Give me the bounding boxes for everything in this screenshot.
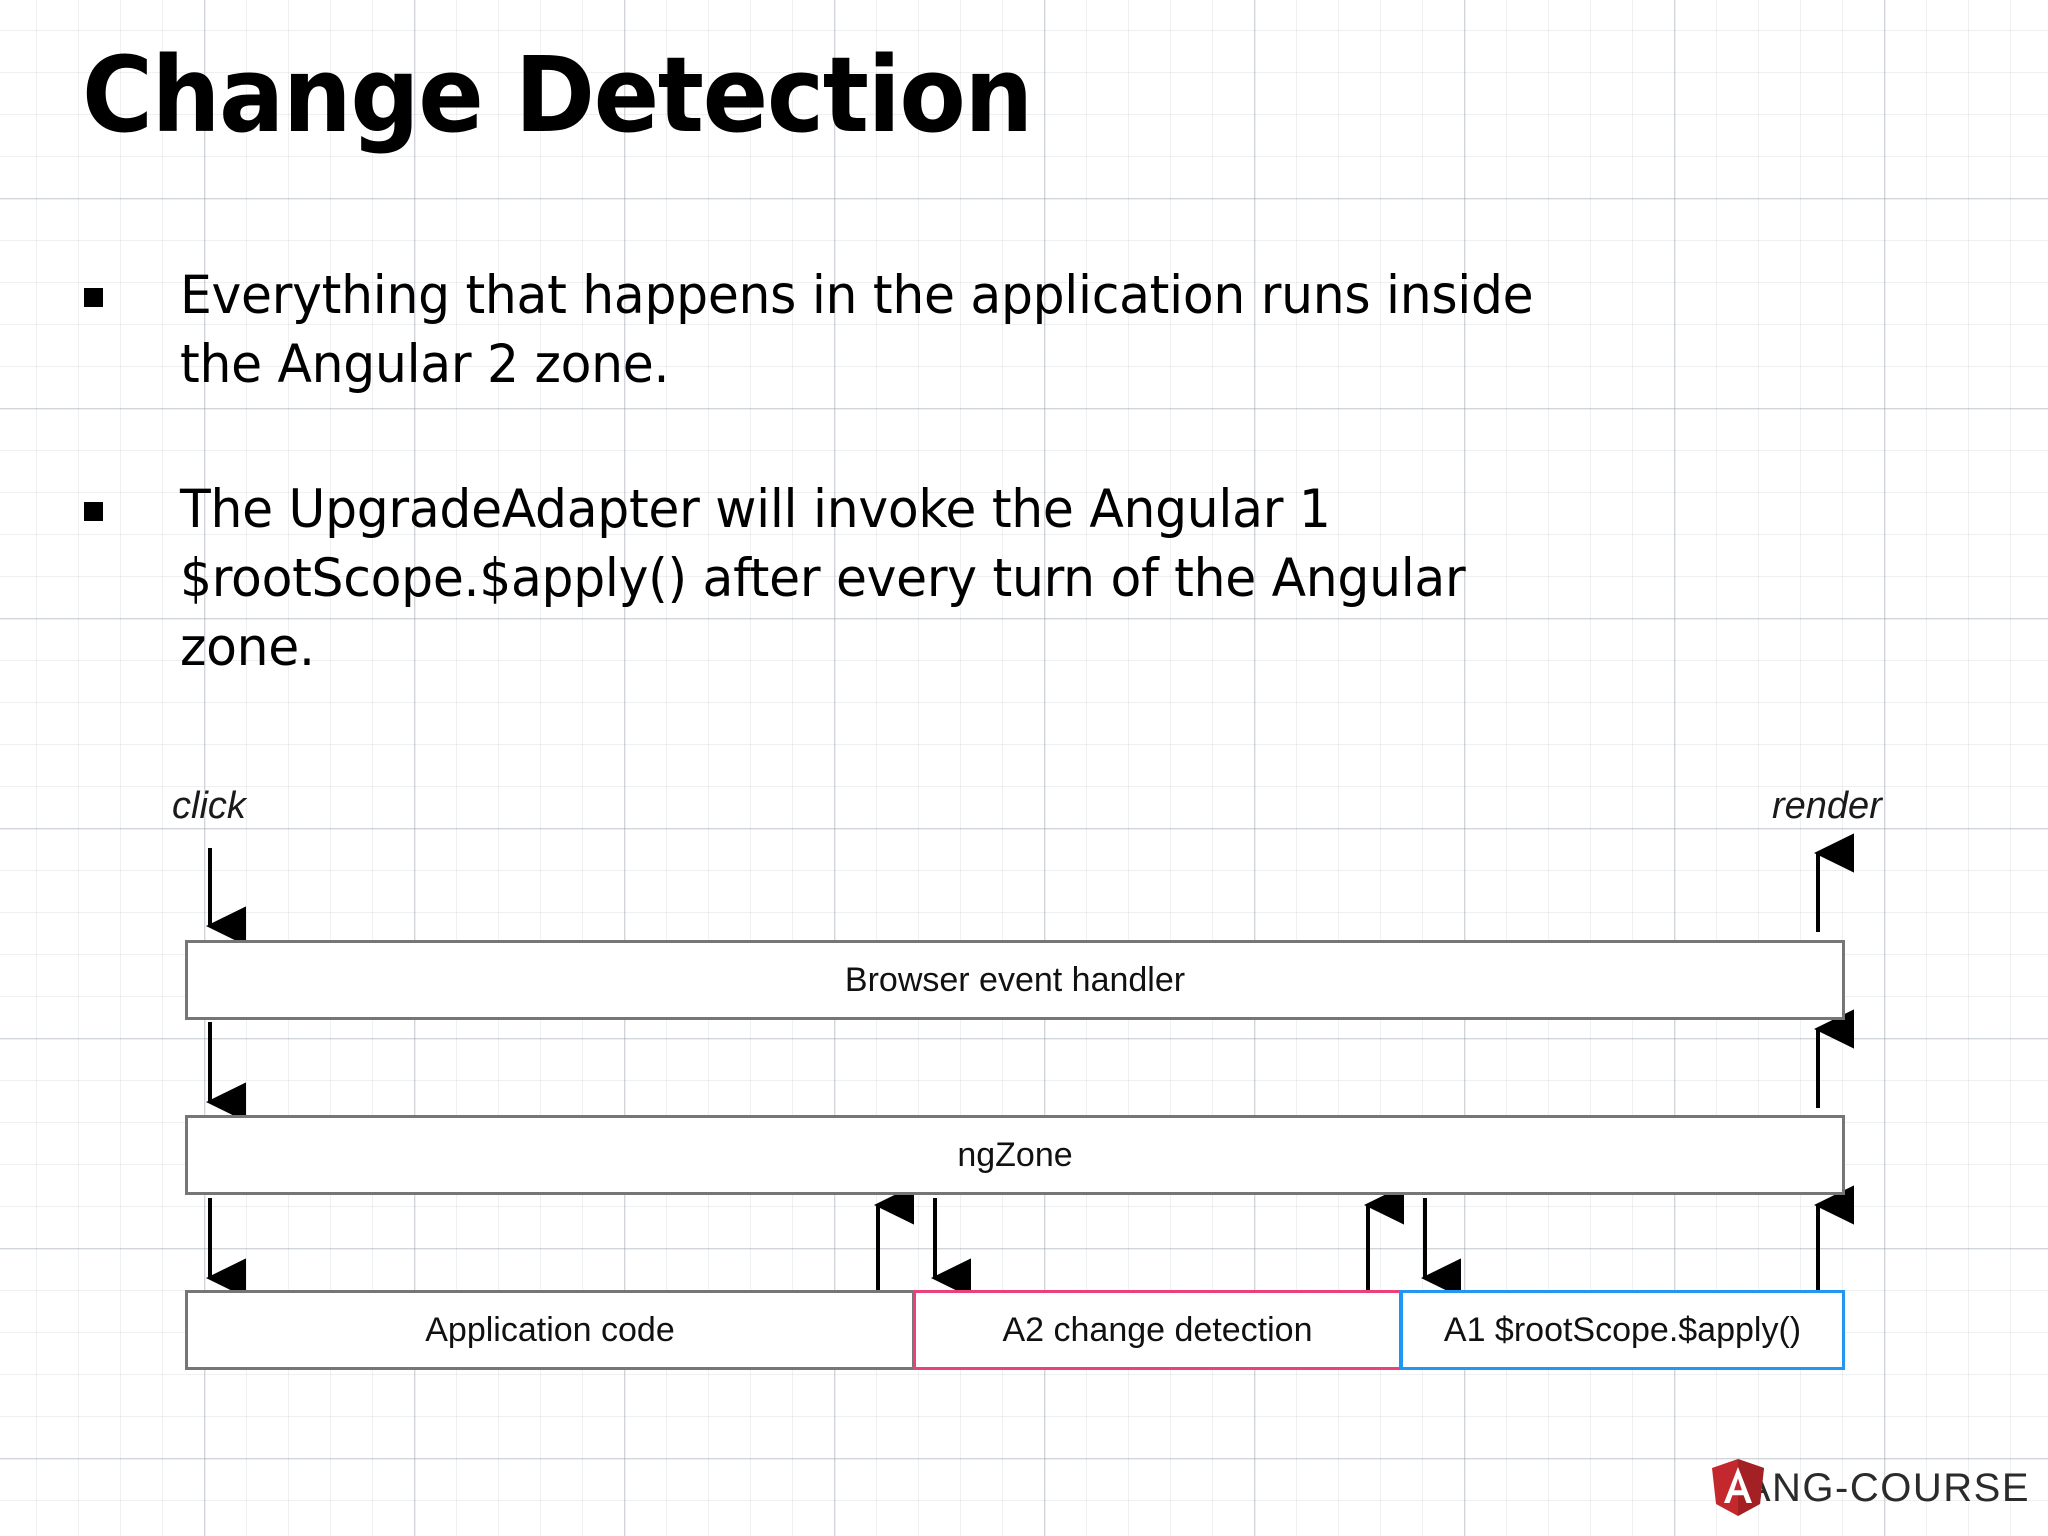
bullet-text: Everything that happens in the applicati… [180,265,1534,395]
diagram-box-browser-event-handler: Browser event handler [185,940,1845,1020]
ang-course-logo: ANG-COURSE [1710,1458,2030,1518]
list-item: The UpgradeAdapter will invoke the Angul… [84,476,1884,683]
diagram-box-application-code: Application code [185,1290,915,1370]
diagram-box-ngzone: ngZone [185,1115,1845,1195]
bullet-text: The UpgradeAdapter will invoke the Angul… [180,478,1466,678]
square-bullet-icon [84,501,106,521]
logo-wordmark: ANG-COURSE [1743,1465,2030,1510]
diagram-label-click: click [172,785,246,827]
diagram-box-a2-change-detection: A2 change detection [913,1290,1402,1370]
page-title: Change Detection [82,34,1033,156]
diagram-label-render: render [1772,785,1882,827]
bullet-list: Everything that happens in the applicati… [84,262,1884,758]
angular-shield-icon [1710,1458,1766,1518]
list-item: Everything that happens in the applicati… [84,262,1884,400]
square-bullet-icon [84,288,106,307]
diagram-box-a1-rootscope-apply: A1 $rootScope.$apply() [1400,1290,1845,1370]
